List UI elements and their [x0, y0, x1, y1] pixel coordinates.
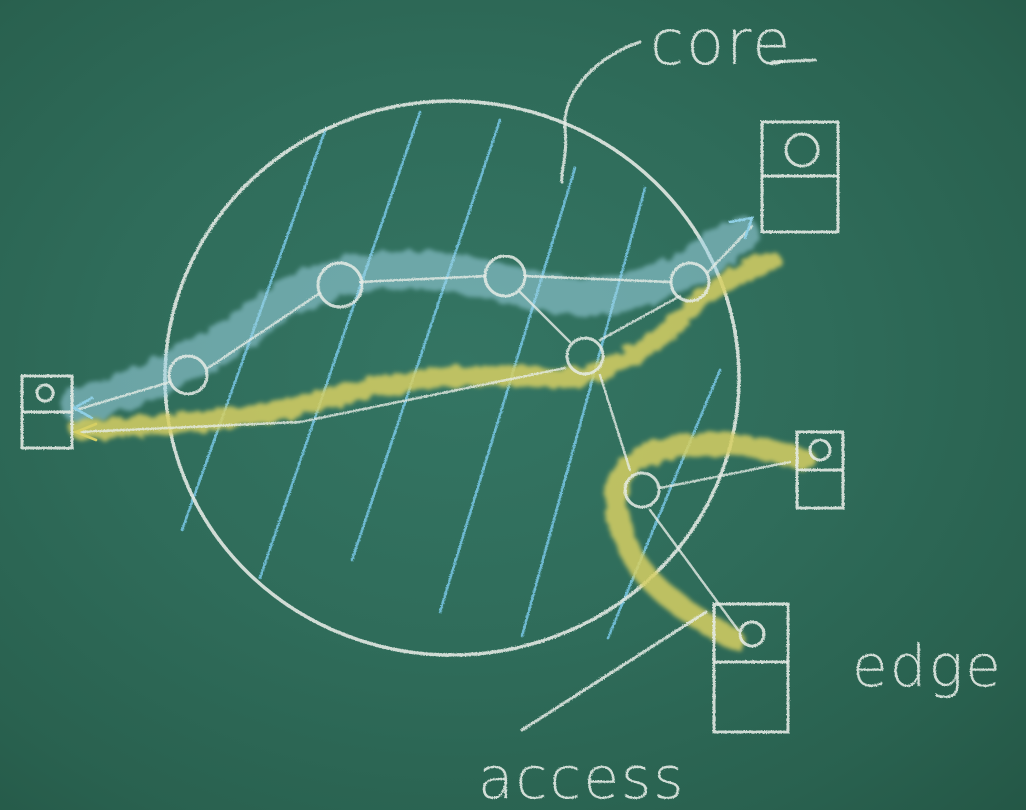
- router-node: [316, 261, 364, 309]
- router-node: [669, 261, 711, 303]
- host-right: [795, 430, 845, 510]
- router-node: [483, 254, 527, 298]
- link: [658, 460, 792, 490]
- router-node: [167, 354, 209, 396]
- link: [518, 290, 572, 344]
- link: [78, 366, 567, 434]
- yellow-access-route: [605, 433, 816, 651]
- link: [206, 291, 322, 370]
- host-bottom: [712, 602, 790, 734]
- host-top-right: [760, 120, 840, 234]
- host-left: [20, 374, 74, 450]
- access-pointer-line: [520, 610, 708, 732]
- host-icon: [35, 383, 55, 403]
- host-icon: [808, 438, 832, 462]
- router-nodes: [167, 254, 711, 509]
- hatch-line: [258, 110, 422, 580]
- router-node: [623, 471, 661, 509]
- hatch-line: [350, 118, 502, 562]
- host-icon: [738, 620, 766, 648]
- hatch-line: [520, 186, 647, 638]
- link: [74, 380, 172, 412]
- core-label: core: [650, 6, 792, 79]
- access-label: access: [478, 744, 685, 810]
- arrow-head-icon: [728, 216, 754, 240]
- arrow-head-icon: [71, 396, 94, 420]
- link: [706, 224, 754, 274]
- edge-label: edge: [852, 632, 1003, 700]
- host-box: [712, 602, 790, 734]
- link: [523, 274, 672, 284]
- link: [598, 294, 682, 342]
- annotation-strokes: [520, 40, 817, 732]
- core-pointer-curve: [560, 40, 642, 184]
- hatch-line: [606, 368, 722, 640]
- link: [598, 373, 632, 472]
- arrow-head-icon: [72, 422, 98, 442]
- links: [74, 224, 792, 632]
- hatch-line: [438, 166, 577, 614]
- core-underline: [770, 58, 817, 64]
- host-icon: [784, 132, 820, 168]
- core-hatching: [180, 110, 722, 640]
- link: [358, 274, 487, 284]
- link: [648, 508, 740, 632]
- arrowheads: [71, 216, 754, 420]
- router-node: [565, 336, 605, 376]
